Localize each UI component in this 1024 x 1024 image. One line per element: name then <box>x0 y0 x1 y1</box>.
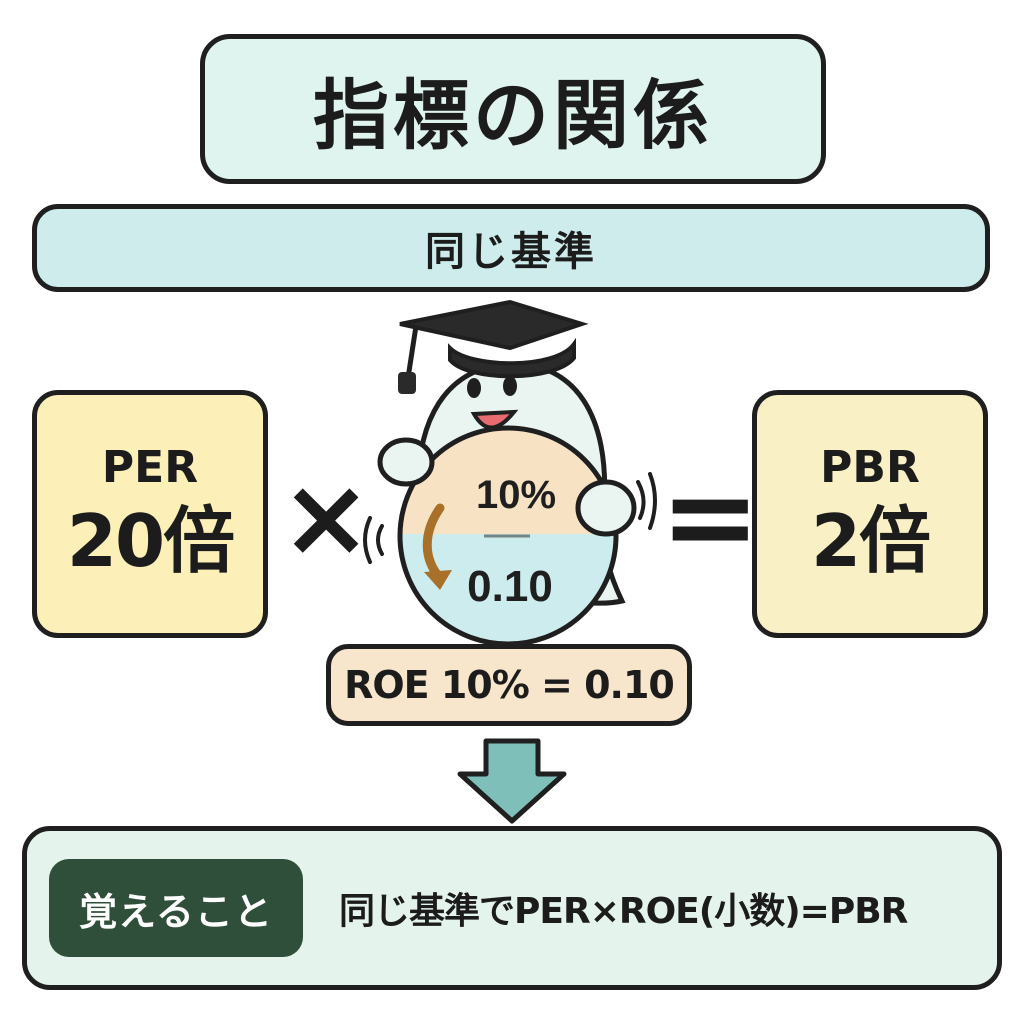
mascot-with-graduation-cap-icon: 10% 0.10 <box>363 299 657 647</box>
subtitle-bar: 同じ基準 <box>32 204 990 292</box>
down-arrow-icon <box>457 738 567 824</box>
title-box: 指標の関係 <box>200 34 826 184</box>
roe-formula-pill: ROE 10% = 0.10 <box>326 644 692 726</box>
subtitle-text: 同じ基準 <box>425 229 597 275</box>
motion-lines-icon <box>363 472 657 564</box>
conversion-arrow-icon <box>422 503 452 590</box>
disc-bottom-label: 0.10 <box>467 562 553 611</box>
pbr-name: PBR <box>820 441 920 493</box>
per-name: PER <box>101 441 199 493</box>
pbr-box: PBR 2倍 <box>752 390 988 638</box>
roe-formula-text: ROE 10% = 0.10 <box>344 663 675 707</box>
mascot-hand-left <box>377 437 435 487</box>
multiply-operator: × <box>280 453 373 581</box>
mascot-eye-right <box>503 376 517 396</box>
page-title: 指標の関係 <box>313 71 713 160</box>
summary-label: 覚えること <box>49 859 303 957</box>
pbr-value: 2倍 <box>810 498 931 583</box>
disc-top-label: 10% <box>476 473 556 517</box>
graduation-cap-icon <box>398 299 589 394</box>
per-box: PER 20倍 <box>32 390 268 638</box>
mascot-hand-right <box>575 479 637 537</box>
equals-operator: = <box>660 448 761 587</box>
mascot-eye-left <box>467 378 481 398</box>
summary-text: 同じ基準でPER×ROE(小数)=PBR <box>339 891 908 932</box>
per-value: 20倍 <box>66 498 235 583</box>
summary-box: 覚えること 同じ基準でPER×ROE(小数)=PBR <box>22 826 1002 990</box>
